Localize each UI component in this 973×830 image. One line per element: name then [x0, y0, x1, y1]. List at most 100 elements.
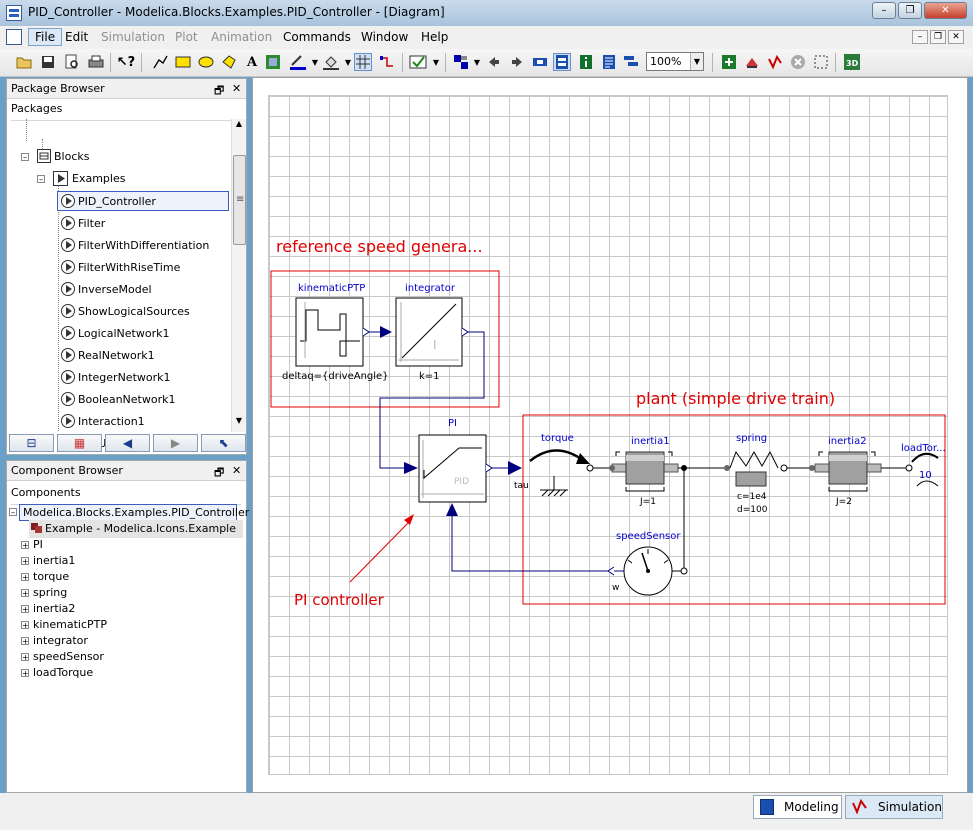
simulate-icon[interactable] — [766, 53, 784, 71]
output-port[interactable] — [607, 566, 615, 576]
back-icon[interactable] — [485, 53, 503, 71]
feedback-connection[interactable] — [451, 516, 608, 572]
scrollbar-thumb[interactable] — [233, 155, 246, 245]
menu-edit[interactable]: Edit — [65, 30, 89, 44]
integrator-block[interactable]: integrator I k=1 — [380, 283, 469, 382]
document-icon[interactable] — [6, 29, 22, 45]
pi-block[interactable]: PI PID — [404, 418, 493, 516]
diagram-canvas[interactable] — [268, 95, 948, 775]
menu-commands[interactable]: Commands — [283, 30, 351, 44]
forward-icon[interactable] — [508, 53, 526, 71]
save-icon[interactable] — [39, 53, 57, 71]
scroll-down-icon[interactable]: ▼ — [235, 416, 243, 425]
translate-icon[interactable] — [720, 53, 738, 71]
menu-simulation[interactable]: Simulation — [101, 30, 165, 44]
spring-block[interactable]: spring c=1e4 d=100 — [724, 433, 788, 515]
output-port[interactable] — [362, 327, 370, 337]
maximize-button[interactable]: ❐ — [898, 2, 922, 19]
feedback-input-port[interactable] — [446, 503, 458, 516]
expand-icon[interactable]: + — [21, 621, 29, 630]
expand-icon[interactable]: + — [21, 589, 29, 598]
vertical-scrollbar[interactable]: ▲ ▼ — [231, 119, 246, 432]
menu-animation[interactable]: Animation — [211, 30, 273, 44]
tree-item-pid-controller[interactable]: PID_Controller ≡ — [57, 191, 244, 211]
expand-icon[interactable]: + — [21, 541, 29, 550]
rectangle-tool-icon[interactable] — [174, 53, 192, 71]
inertia1-block[interactable]: inertia1 J=1 — [609, 436, 679, 507]
undock-icon[interactable]: 🗗 — [214, 84, 225, 97]
speedsensor-block[interactable]: speedSensor w — [607, 531, 681, 596]
bitmap-tool-icon[interactable] — [264, 53, 282, 71]
close-icon[interactable]: ✕ — [232, 82, 242, 95]
undock-icon[interactable]: 🗗 — [214, 466, 225, 479]
input-port[interactable] — [380, 326, 392, 338]
collapse-icon[interactable]: – — [21, 153, 29, 162]
tree-item-extends[interactable]: Example - Modelica.Icons.Example — [29, 520, 243, 538]
nav-up-button[interactable]: ⬉ — [201, 434, 246, 452]
grid-toggle-icon[interactable] — [354, 53, 372, 71]
input-port[interactable] — [404, 462, 418, 474]
menu-window[interactable]: Window — [361, 30, 409, 44]
menu-plot[interactable]: Plot — [175, 30, 198, 44]
mdi-minimize-button[interactable]: – — [912, 30, 928, 44]
collapse-icon[interactable]: – — [9, 508, 17, 517]
inertia2-block[interactable]: inertia2 J=2 — [809, 436, 882, 507]
help-pointer-icon[interactable]: ↖? — [116, 54, 136, 70]
connect-mode-icon[interactable] — [378, 53, 396, 71]
close-icon[interactable]: ✕ — [232, 464, 242, 477]
print-icon[interactable] — [87, 53, 105, 71]
menu-file[interactable]: File — [28, 28, 63, 46]
line-color-icon[interactable] — [289, 53, 307, 71]
expand-icon[interactable]: + — [21, 573, 29, 582]
line-tool-icon[interactable] — [151, 53, 169, 71]
expand-icon[interactable]: + — [21, 669, 29, 678]
scroll-up-icon[interactable]: ▲ — [235, 119, 243, 128]
tree-view-button[interactable]: ⊟ — [9, 434, 54, 452]
simulation-tab[interactable]: Simulation — [845, 795, 943, 819]
modeling-tab[interactable]: Modeling — [753, 795, 842, 819]
expand-icon[interactable]: + — [21, 637, 29, 646]
open-icon[interactable] — [15, 53, 33, 71]
close-button[interactable]: ✕ — [924, 2, 967, 19]
output-port[interactable] — [461, 327, 469, 337]
mdi-restore-button[interactable]: ❐ — [930, 30, 946, 44]
class-hierarchy-icon[interactable] — [452, 53, 470, 71]
diagram-layer-icon[interactable] — [553, 53, 571, 71]
icon-layer-icon[interactable] — [531, 53, 549, 71]
hierarchy-dropdown-icon[interactable]: ▼ — [473, 57, 481, 67]
check-icon[interactable] — [409, 53, 427, 71]
loadtorque-block[interactable]: loadTor... 10 — [901, 443, 946, 487]
connection-line[interactable] — [379, 331, 485, 469]
expand-icon[interactable]: + — [21, 653, 29, 662]
zoom-dropdown-icon[interactable]: ▼ — [690, 53, 703, 70]
minimize-button[interactable]: – — [872, 2, 896, 19]
stop-icon[interactable] — [789, 53, 807, 71]
nav-back-button[interactable]: ◀ — [105, 434, 150, 452]
torque-input-port[interactable] — [508, 461, 522, 475]
ellipse-tool-icon[interactable] — [197, 53, 215, 71]
expand-icon[interactable]: + — [21, 557, 29, 566]
fill-color-dropdown-icon[interactable]: ▼ — [344, 57, 352, 67]
expand-icon[interactable]: + — [21, 605, 29, 614]
menu-help[interactable]: Help — [421, 30, 449, 44]
kinematicptp-block[interactable]: kinematicPTP deltaq={driveAngle} — [282, 283, 389, 382]
text-tool-icon[interactable]: A — [246, 54, 258, 70]
icon-view-button[interactable]: ▦ — [57, 434, 102, 452]
polygon-tool-icon[interactable] — [220, 53, 238, 71]
nav-forward-button[interactable]: ▶ — [153, 434, 198, 452]
3d-view-icon[interactable]: 3D — [843, 53, 861, 71]
used-classes-icon[interactable] — [622, 53, 640, 71]
modelica-text-icon[interactable] — [600, 53, 618, 71]
fill-color-icon[interactable] — [322, 53, 340, 71]
print-preview-icon[interactable] — [63, 53, 81, 71]
line-color-dropdown-icon[interactable]: ▼ — [311, 57, 319, 67]
collapse-icon[interactable]: – — [37, 175, 45, 184]
check-dropdown-icon[interactable]: ▼ — [432, 57, 440, 67]
mdi-close-button[interactable]: ✕ — [948, 30, 964, 44]
documentation-layer-icon[interactable] — [577, 53, 595, 71]
zoom-combobox[interactable]: 100%▼ — [646, 52, 704, 71]
torque-block[interactable]: torque tau — [514, 433, 594, 497]
simulate-setup-icon[interactable] — [743, 53, 761, 71]
output-port[interactable] — [485, 463, 493, 473]
drag-handle-icon[interactable]: ≡ — [236, 194, 245, 205]
